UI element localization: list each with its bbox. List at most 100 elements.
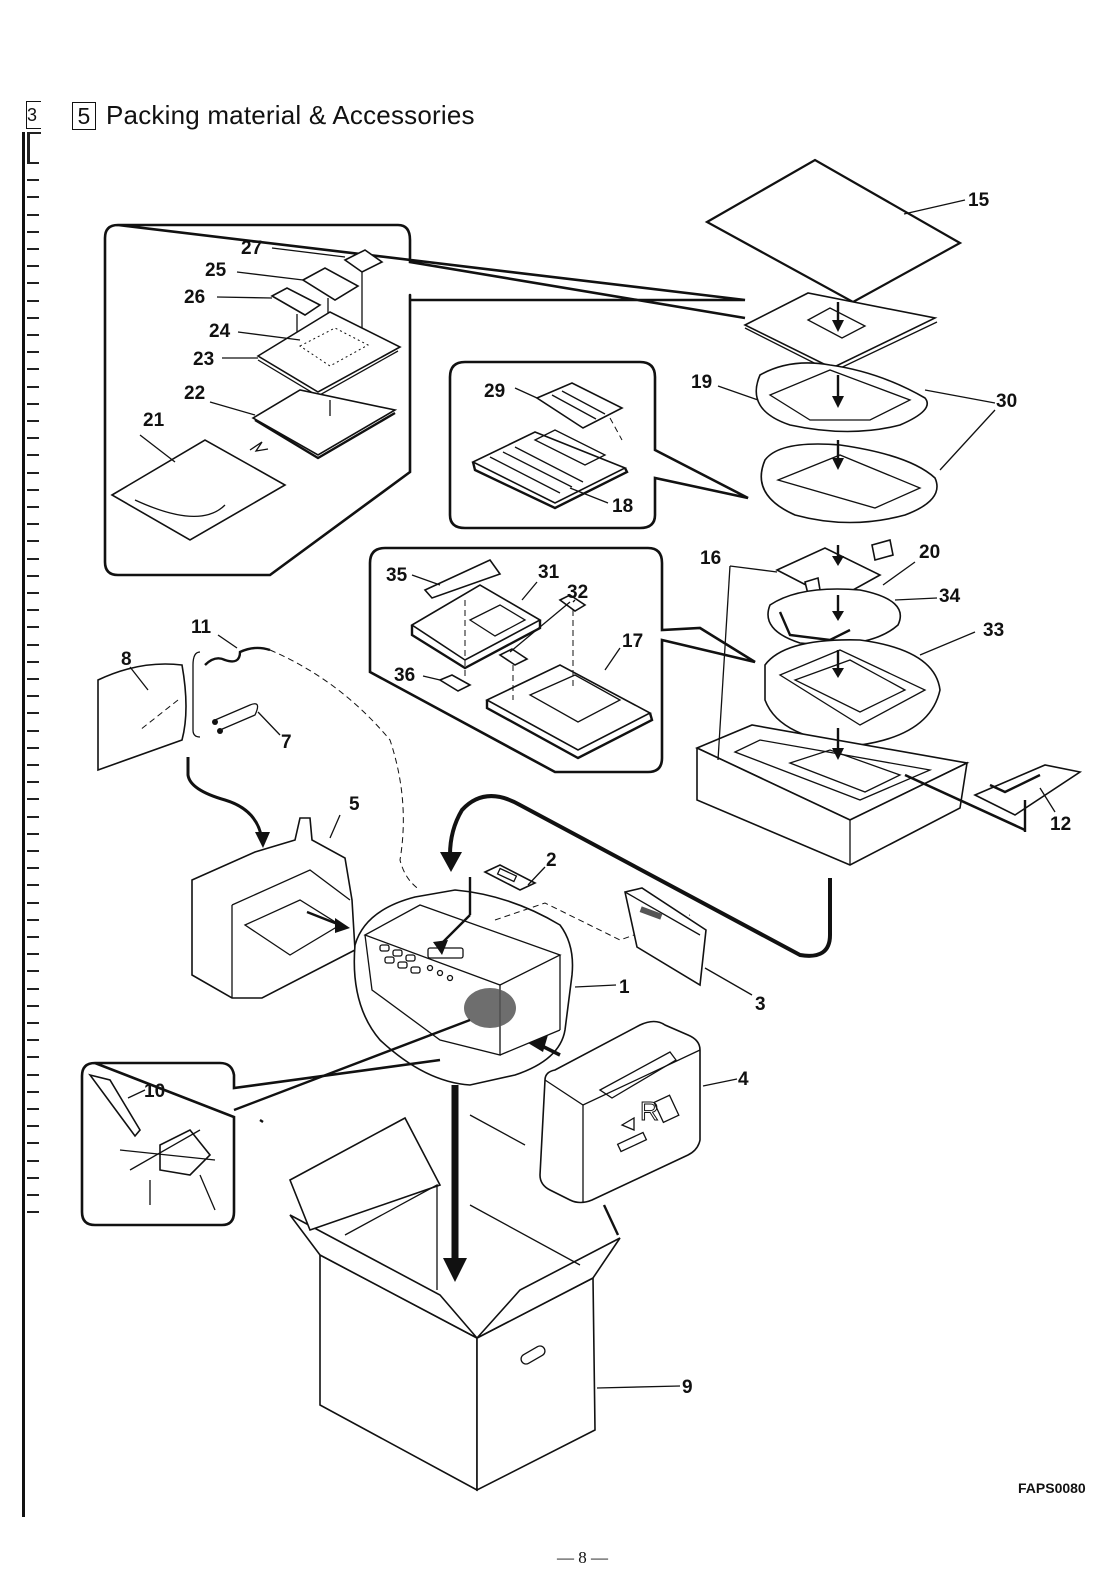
panel-sheet-3 (624, 887, 707, 987)
previous-section-number: 3 (27, 105, 38, 125)
clip-32a (558, 594, 587, 612)
arrow-to-4 (528, 1035, 548, 1052)
binder-tick (27, 953, 39, 956)
leader-2 (527, 866, 546, 886)
arrow-to-5 (255, 832, 270, 848)
binder-tick (27, 850, 39, 852)
callout-22: 22 (184, 383, 205, 404)
leader-9 (596, 1385, 681, 1389)
section-number-box: 5 (72, 101, 96, 130)
callout-18: 18 (612, 496, 633, 517)
top-cushion-stack: 15 19 30 (691, 158, 1017, 524)
arrow-into-box (443, 1085, 467, 1282)
callout-20: 20 (919, 542, 940, 563)
binder-tick (27, 660, 39, 663)
binder-tick (27, 523, 39, 526)
print-head-detail (119, 1128, 216, 1211)
keypad (379, 944, 464, 982)
accessories-group: 8 11 7 (97, 617, 421, 891)
leader-18 (569, 487, 609, 504)
leader-27 (271, 247, 346, 258)
label-35 (423, 558, 502, 599)
page-number: — 8 — (557, 1548, 608, 1567)
callout-31: 31 (538, 562, 560, 583)
leader-34 (894, 597, 938, 601)
leader-25 (236, 271, 304, 281)
callout-32: 32 (567, 582, 588, 603)
binder-tick (27, 867, 39, 870)
arrow-down-2 (832, 375, 844, 408)
page-title: 5 Packing material & Accessories (72, 100, 475, 131)
callout-16: 16 (700, 548, 721, 569)
tray-extension-29 (535, 382, 624, 429)
binder-tick (27, 368, 39, 371)
cassette-17 (485, 664, 654, 760)
binder-tick (27, 712, 39, 715)
leader-24 (237, 331, 301, 341)
shaded-detail-spot (464, 988, 516, 1028)
binder-tick (27, 970, 39, 973)
carton-box-9 (288, 1114, 621, 1492)
cd-case-22 (251, 389, 398, 460)
callout-23: 23 (193, 349, 214, 370)
binder-tick (27, 196, 39, 199)
cushion-34-bag (767, 588, 902, 646)
leader-30a (924, 389, 996, 404)
callout-19: 19 (691, 372, 712, 393)
arrow-down-5 (832, 595, 844, 621)
binder-tick (27, 918, 39, 921)
callout-24: 24 (209, 321, 231, 342)
callout-29: 29 (484, 381, 505, 402)
detail-frame-cassette: 35 31 32 17 36 (368, 546, 756, 774)
binder-tick-marks (27, 132, 41, 1222)
callout-21: 21 (143, 410, 165, 431)
callout-35: 35 (386, 565, 408, 586)
binder-tick (27, 798, 39, 801)
leader-19 (717, 385, 759, 401)
callout-1: 1 (619, 977, 630, 998)
arrow-down-3 (832, 440, 844, 470)
binder-tick (27, 626, 39, 629)
callout-7: 7 (281, 732, 292, 753)
binder-tick (27, 454, 39, 457)
callout-8: 8 (121, 649, 132, 670)
figure-code: FAPS0080 (1018, 1480, 1086, 1496)
callout-26: 26 (184, 287, 205, 308)
binder-tick (27, 1211, 39, 1214)
callout-36: 36 (394, 665, 415, 686)
callout-25: 25 (205, 260, 227, 281)
binder-tick (27, 781, 39, 784)
binder-tick (27, 1176, 39, 1179)
binder-tick (27, 884, 39, 887)
leader-11 (217, 634, 238, 649)
power-cord-11 (204, 646, 421, 891)
binder-tick (27, 162, 39, 164)
binder-margin-bracket-top (27, 132, 41, 134)
binder-tick (27, 230, 39, 233)
leader-4 (702, 1078, 738, 1087)
binder-tick (27, 987, 39, 990)
cassette-cover-31 (410, 584, 542, 670)
callout-9: 9 (682, 1377, 693, 1398)
clip-36 (438, 674, 472, 692)
binder-tick (27, 901, 39, 904)
binder-tick (27, 334, 39, 336)
label-r: R (640, 1096, 659, 1126)
leader-32a (509, 601, 571, 653)
detail-frame-paper-tray: 29 18 (448, 360, 749, 530)
leader-32b (572, 599, 576, 603)
binder-tick (27, 1194, 39, 1196)
binder-tick (27, 299, 39, 302)
binder-tick (27, 437, 39, 440)
binder-tick (27, 351, 39, 354)
end-cushion-4: R (539, 1020, 701, 1204)
fax-machine-1 (353, 877, 691, 1086)
binder-tick (27, 540, 39, 543)
leader-12 (1039, 787, 1056, 813)
binder-tick (27, 179, 39, 182)
leader-26 (216, 296, 273, 299)
arrow-to-fax (440, 852, 462, 872)
binder-tick (27, 506, 39, 508)
binder-tick (27, 592, 39, 594)
